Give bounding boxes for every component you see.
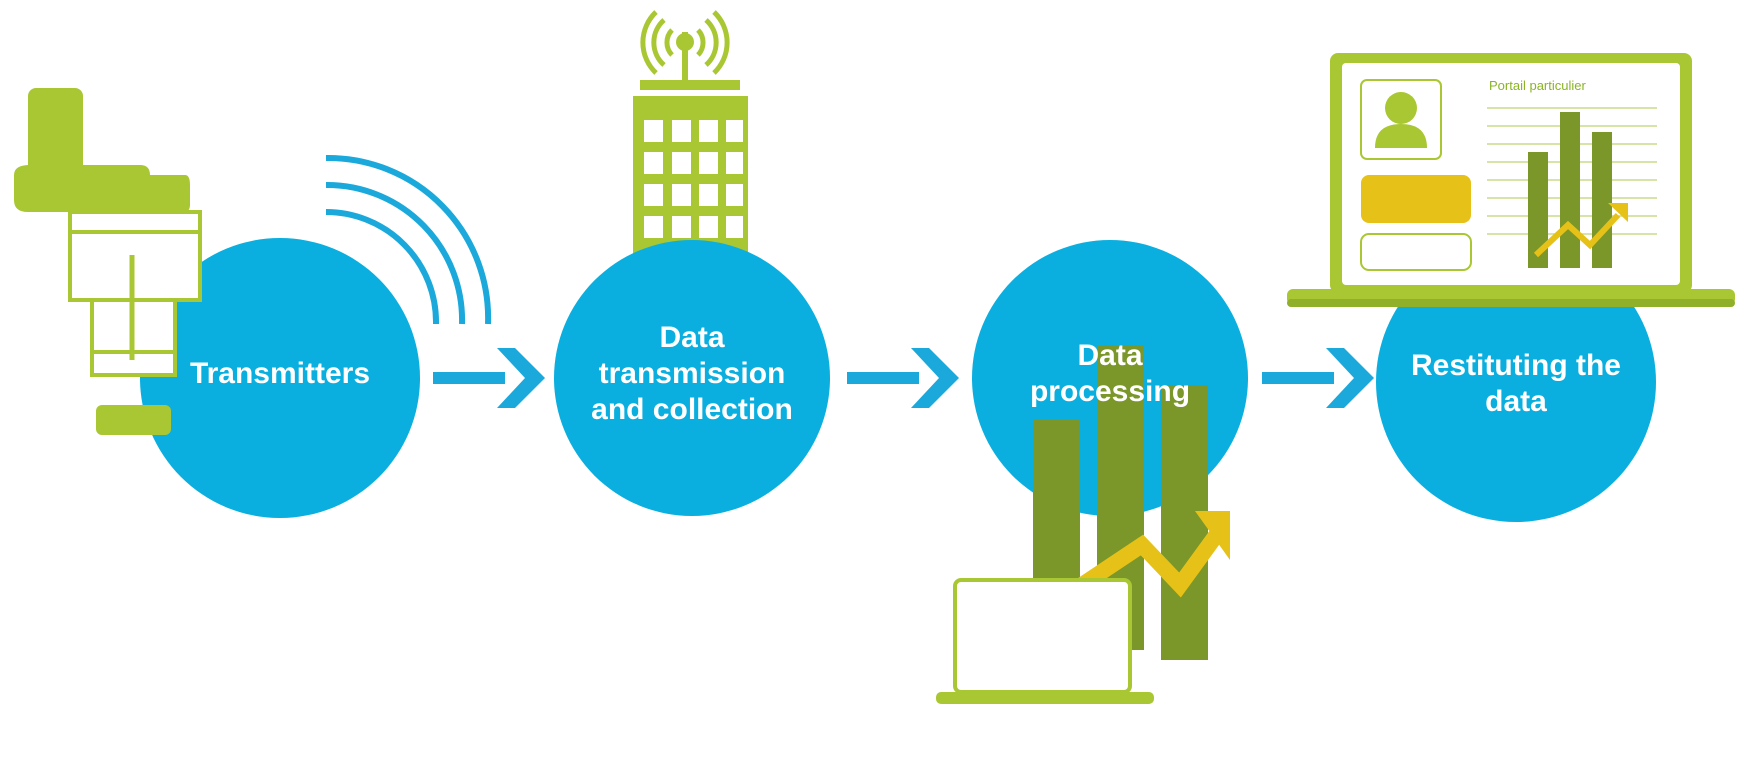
arrow-right-icon	[1262, 348, 1374, 408]
arrow-right-icon	[847, 348, 959, 408]
step-label-transmission: Data transmission and collection	[591, 321, 793, 426]
step-circle-restituting	[1376, 242, 1656, 522]
step-circle-transmitters	[140, 238, 420, 518]
step-label-restituting: Restituting the data	[1411, 349, 1621, 418]
antenna-building-icon	[633, 10, 748, 256]
bar-chart-laptop-icon	[936, 345, 1230, 704]
meter-transmitter-icon	[14, 88, 202, 435]
step-label-transmitters: Transmitters	[189, 357, 371, 390]
laptop-portal-icon	[1287, 53, 1735, 307]
step-label-processing: Data processing	[1029, 339, 1191, 408]
user-avatar-icon	[1375, 92, 1427, 148]
radio-waves-icon	[325, 154, 492, 325]
arrow-right-icon	[433, 348, 545, 408]
portal-title: Portail particulier	[1489, 78, 1586, 93]
step-circle-transmission	[554, 240, 830, 516]
